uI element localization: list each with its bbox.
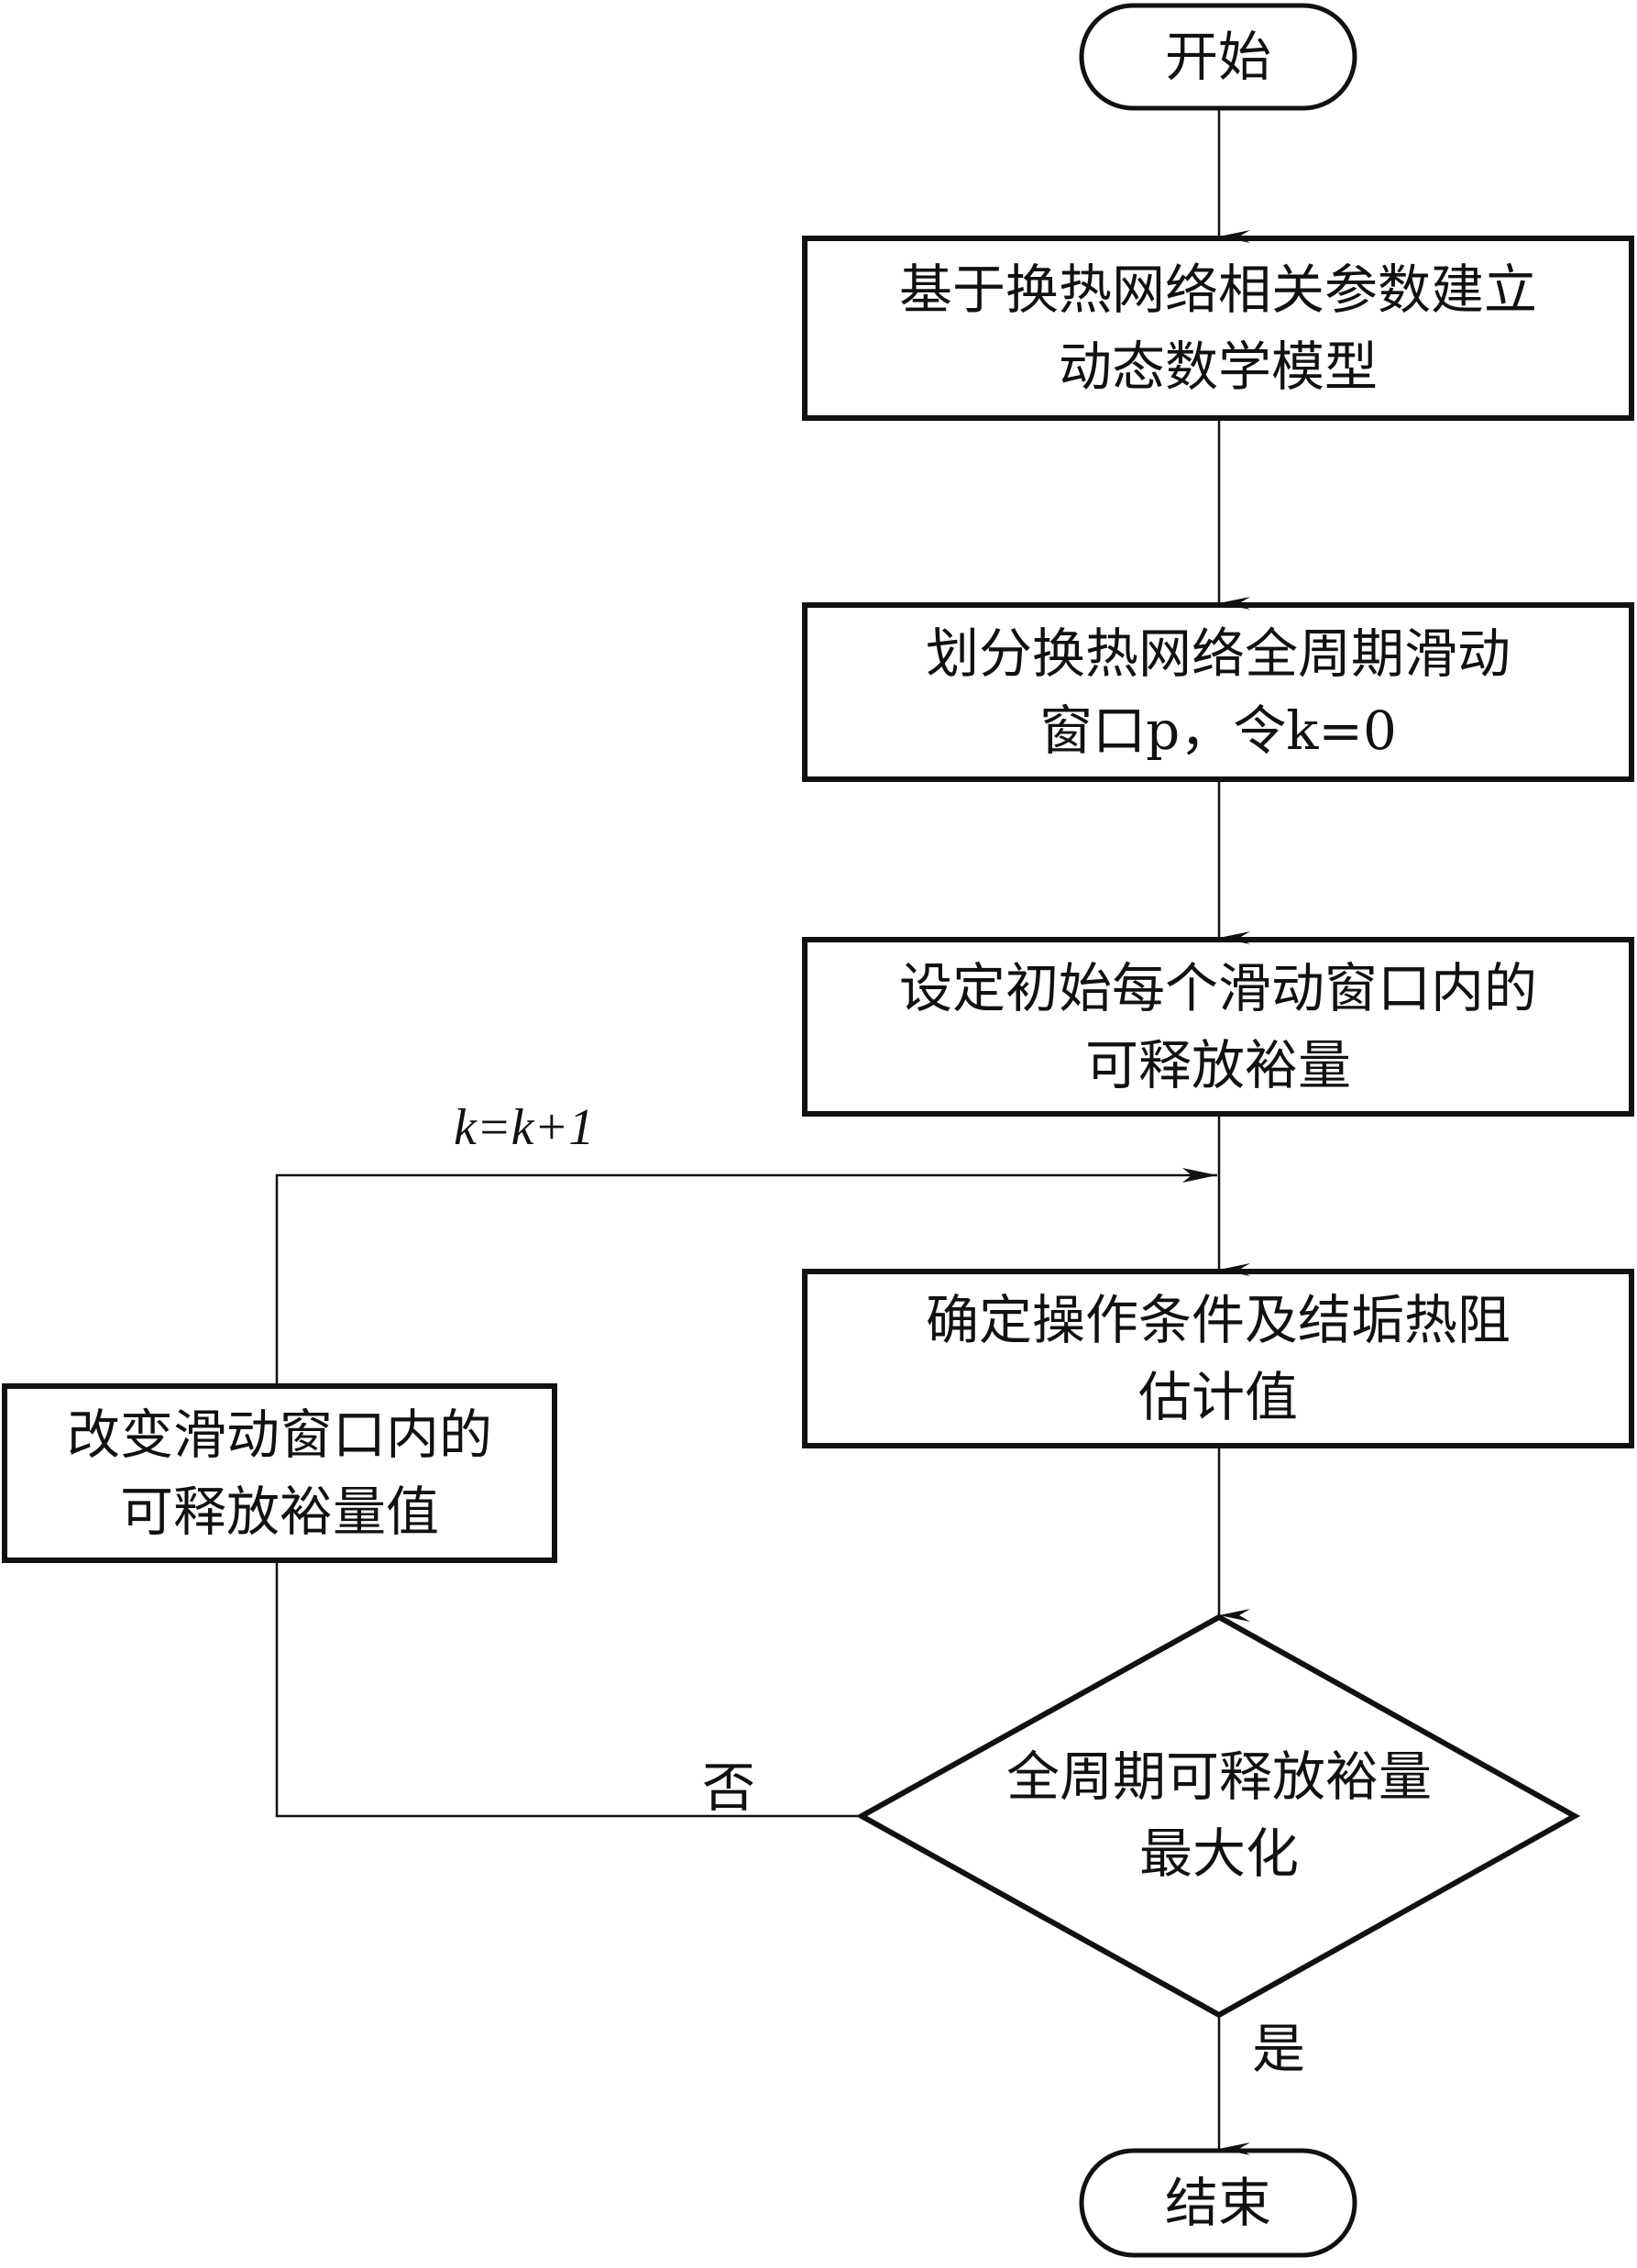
step1-label: 基于换热网络相关参数建立 动态数学模型 [805,238,1632,418]
step3-box [802,937,1634,1117]
step4-line1: 确定操作条件及结垢热阻 [925,1288,1511,1351]
yes-label: 是 [1247,2017,1311,2081]
decision-label: 全周期可释放裕量 最大化 [953,1723,1485,1907]
end-text: 结束 [1164,2171,1271,2234]
no-text: 否 [701,1756,755,1819]
decision-line1: 全周期可释放裕量 [1005,1745,1432,1808]
step2-label: 划分换热网络全周期滑动 窗口p，令k=0 [805,605,1632,779]
step1-box [802,236,1634,421]
step4-line2: 估计值 [1137,1366,1298,1428]
step3-label: 设定初始每个滑动窗口内的 可释放裕量 [805,940,1632,1114]
start-label: 开始 [1082,6,1355,108]
connector-no-branch [275,1560,862,1818]
start-text: 开始 [1164,25,1271,88]
step2-box [802,602,1634,782]
adjust-label: 改变滑动窗口内的 可释放裕量值 [5,1386,555,1560]
decision-line2: 最大化 [1138,1822,1299,1885]
end-terminal [1079,2148,1357,2258]
step3-line1: 设定初始每个滑动窗口内的 [898,956,1537,1019]
step4-label: 确定操作条件及结垢热阻 估计值 [805,1272,1632,1446]
no-label: 否 [697,1756,761,1820]
step2-line1: 划分换热网络全周期滑动 [925,622,1511,685]
step1-line1: 基于换热网络相关参数建立 [898,258,1537,321]
step3-line2: 可释放裕量 [1084,1034,1351,1096]
step2-line2: 窗口p，令k=0 [1039,699,1397,762]
end-label: 结束 [1082,2151,1355,2255]
yes-text: 是 [1251,2017,1305,2080]
adjust-line2: 可释放裕量值 [119,1481,439,1543]
adjust-line1: 改变滑动窗口内的 [66,1403,492,1466]
step1-line2: 动态数学模型 [1058,336,1378,398]
adjust-box [2,1383,557,1563]
connector-loop-back [275,1168,1217,1386]
loop-label: k=k+1 [454,1099,595,1156]
